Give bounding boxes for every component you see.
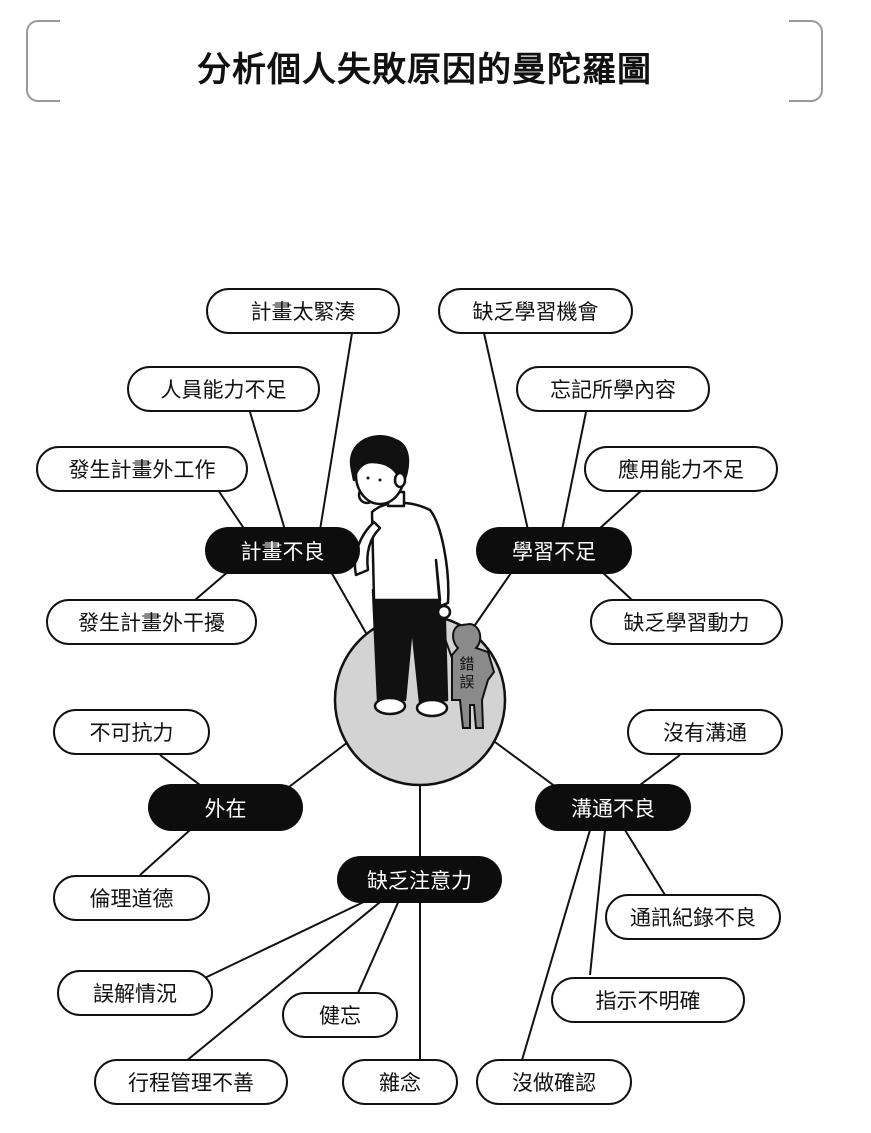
page-title: 分析個人失敗原因的曼陀羅圖 (197, 50, 652, 90)
cause-attention-2: 健忘 (282, 992, 398, 1038)
error-figure (439, 622, 496, 729)
cause-external-1: 不可抗力 (53, 709, 210, 755)
cause-planning-2: 人員能力不足 (127, 366, 320, 412)
connector-lines (139, 332, 681, 1063)
category-attention: 缺乏注意力 (337, 856, 502, 903)
category-external: 外在 (148, 784, 303, 831)
cause-planning-3: 發生計畫外工作 (36, 446, 248, 492)
cause-communication-2: 通訊紀錄不良 (605, 894, 781, 940)
title-bracket-left (26, 20, 60, 102)
title-frame: 分析個人失敗原因的曼陀羅圖 (26, 20, 823, 102)
cause-attention-4: 雜念 (342, 1059, 458, 1105)
cause-communication-3: 指示不明確 (551, 977, 745, 1023)
cause-learning-2: 忘記所學內容 (516, 366, 710, 412)
category-communication: 溝通不良 (535, 784, 691, 831)
error-label-char-2: 誤 (459, 673, 474, 691)
cause-external-2: 倫理道德 (53, 875, 210, 921)
error-label-char-1: 錯 (459, 655, 474, 673)
cause-planning-4: 發生計畫外干擾 (46, 599, 257, 645)
category-planning: 計畫不良 (205, 527, 360, 574)
cause-attention-3: 行程管理不善 (94, 1059, 288, 1105)
cause-learning-4: 缺乏學習動力 (590, 599, 783, 645)
cause-communication-1: 沒有溝通 (627, 709, 783, 755)
cause-attention-1: 誤解情況 (57, 970, 213, 1016)
cause-planning-1: 計畫太緊湊 (206, 288, 400, 334)
person-illustration (349, 435, 452, 718)
category-learning: 學習不足 (476, 527, 632, 574)
cause-learning-3: 應用能力不足 (584, 446, 778, 492)
cause-communication-4: 沒做確認 (476, 1059, 632, 1105)
title-bracket-right (789, 20, 823, 102)
cause-learning-1: 缺乏學習機會 (438, 288, 633, 334)
